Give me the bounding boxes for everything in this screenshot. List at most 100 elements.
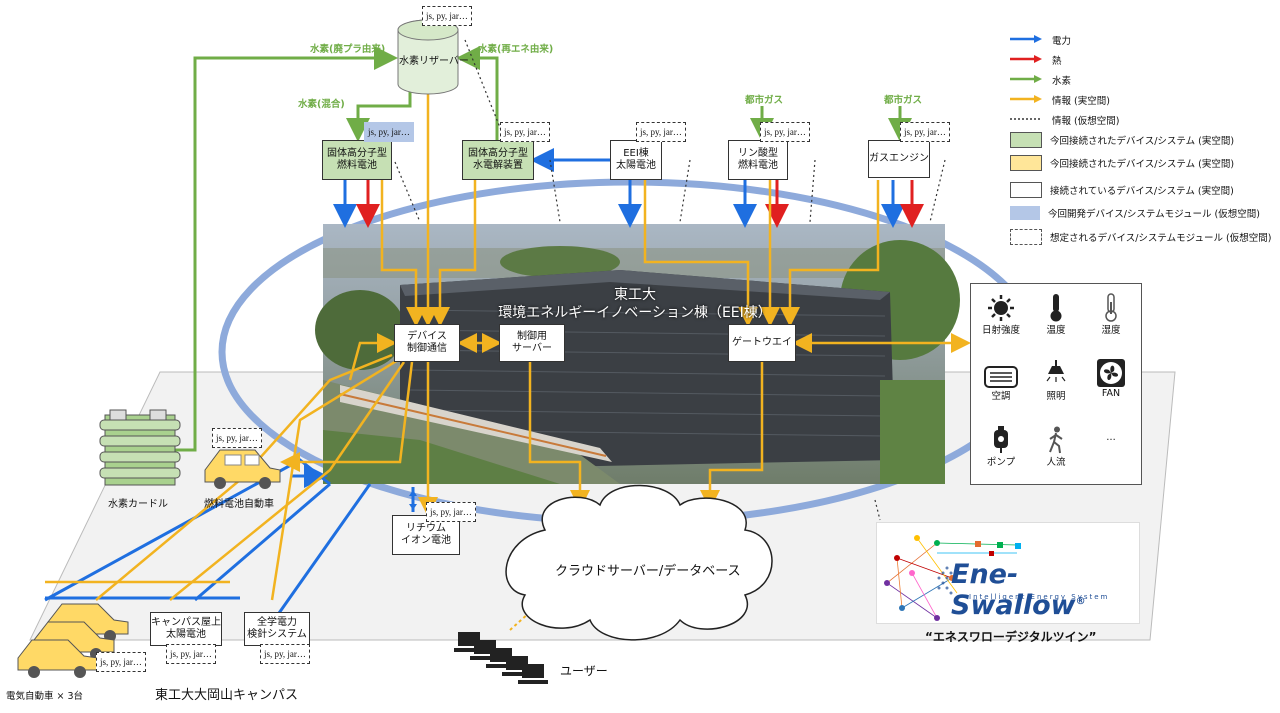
- logo-wordmark: Ene-Swallow®: [951, 559, 1139, 621]
- hydrogen-waste-plastic-label: 水素(廃プラ由来): [310, 44, 386, 55]
- logo-network-graphic: [884, 535, 1021, 621]
- pafc-line-1: リン酸型: [738, 148, 778, 159]
- eei-solar-module: js, py, jar…: [636, 122, 686, 142]
- sensor-label: …: [1106, 432, 1116, 443]
- electrolyzer-line-1: 固体高分子型: [468, 148, 528, 159]
- sun-icon: [973, 292, 1029, 322]
- sensor-more: …: [1083, 432, 1139, 443]
- h2-line-curdle-to-reserver: [175, 46, 398, 452]
- control-server[interactable]: 制御用 サーバー: [499, 324, 565, 362]
- legend-swatch: [1010, 114, 1044, 127]
- legend-swatch: [1010, 54, 1044, 67]
- h2-line-electrolyzer-to-reserver: [456, 46, 499, 140]
- legend-swatch: [1010, 155, 1042, 171]
- sensor-solar[interactable]: 日射強度: [973, 292, 1029, 336]
- fcv-module: js, py, jar…: [212, 428, 262, 448]
- legend-item: 今回接続されたデバイス/システム (実空間): [1010, 155, 1234, 171]
- eei-solar-line-1: EEI棟: [623, 148, 649, 159]
- cloud-label: クラウドサーバー/データベース: [555, 564, 741, 579]
- power-campus-line-1: [44, 458, 331, 602]
- device-comm-line-1: デバイス: [407, 331, 447, 342]
- hydrogen-reserver-label: 水素リザーバー: [399, 56, 469, 67]
- legend-label: 熱: [1052, 56, 1062, 67]
- device-control-comm[interactable]: デバイス 制御通信: [394, 324, 460, 362]
- sensor-aircon[interactable]: 空調: [973, 358, 1029, 402]
- cloud-shape: [505, 484, 773, 641]
- campus-power-line-2: 検針システム: [247, 629, 307, 640]
- gateway[interactable]: ゲートウエイ: [728, 324, 796, 362]
- hydrogen-mixed-label: 水素(混合): [298, 99, 345, 110]
- sensor-humidity[interactable]: 湿度: [1083, 292, 1139, 336]
- lamp-icon: [1028, 358, 1084, 388]
- legend-item: 電力: [1010, 33, 1071, 47]
- thermometer-icon: [1028, 292, 1084, 322]
- device-comm-line-2: 制御通信: [407, 343, 447, 354]
- building-line-2: 環境エネルギーイノベーション棟（EEI棟）: [498, 305, 772, 321]
- legend-swatch: [1010, 229, 1042, 245]
- legend-item: 水素: [1010, 73, 1071, 87]
- pefc-line-1: 固体高分子型: [327, 148, 387, 159]
- hydrogen-curdle-icon: [99, 409, 181, 486]
- legend-label: 想定されるデバイス/システムモジュール (仮想空間): [1050, 233, 1272, 244]
- users-computer-icon: [454, 632, 548, 684]
- fcv-label: 燃料電池自動車: [204, 499, 274, 510]
- users-cloud-link: [509, 611, 531, 631]
- lithium-line-1: リチウム: [406, 523, 446, 534]
- logo-name: Ene-Swallow: [951, 559, 1076, 621]
- legend-swatch: [1010, 74, 1044, 87]
- electrolyzer-module: js, py, jar…: [500, 122, 550, 142]
- fcv-car-icon: [204, 449, 281, 489]
- ene-swallow-caption: “エネスワローデジタルツイン”: [925, 630, 1097, 644]
- campus-solar-cell[interactable]: キャンパス屋上 太陽電池: [150, 612, 222, 646]
- legend-label: 今回開発デバイス/システムモジュール (仮想空間): [1048, 209, 1260, 220]
- sensor-temperature[interactable]: 温度: [1028, 292, 1084, 336]
- control-server-line-1: 制御用: [517, 331, 547, 342]
- sensor-label: 日射強度: [981, 325, 1020, 336]
- campus-power-metering[interactable]: 全学電力 検針システム: [244, 612, 310, 646]
- sensor-label: ポンプ: [986, 457, 1016, 468]
- campus-solar-line-1: キャンパス屋上: [151, 617, 221, 628]
- pefc-line-2: 燃料電池: [337, 160, 377, 171]
- logo-registered: ®: [1075, 596, 1086, 607]
- campus-solar-module: js, py, jar…: [166, 644, 216, 664]
- ev-module: js, py, jar…: [96, 652, 146, 672]
- legend-item: 情報 (仮想空間): [1010, 113, 1119, 127]
- gateway-line-1: ゲートウエイ: [732, 337, 792, 348]
- hygrometer-icon: [1083, 292, 1139, 322]
- legend-label: 今回接続されたデバイス/システム (実空間): [1050, 136, 1235, 147]
- legend-item: 今回開発デバイス/システムモジュール (仮想空間): [1010, 206, 1260, 220]
- building-line-1: 東工大: [614, 287, 656, 303]
- hydrogen-curdle-label: 水素カードル: [108, 499, 168, 510]
- legend-label: 今回接続されたデバイス/システム (実空間): [1050, 159, 1235, 170]
- sensor-fan[interactable]: FAN: [1083, 358, 1139, 399]
- legend-label: 情報 (仮想空間): [1052, 116, 1120, 127]
- fan-icon: [1083, 358, 1139, 388]
- sensor-lighting[interactable]: 照明: [1028, 358, 1084, 402]
- eei-solar-cell[interactable]: EEI棟 太陽電池: [610, 140, 662, 180]
- sensor-label: 空調: [991, 391, 1011, 402]
- city-gas-label-gasengine: 都市ガス: [884, 95, 923, 106]
- sensor-label: 照明: [1046, 391, 1066, 402]
- logo-tagline: Intelligent Energy System: [969, 593, 1110, 601]
- pump-icon: [973, 424, 1029, 454]
- legend-swatch: [1010, 182, 1042, 198]
- sensor-panel: 日射強度 温度 湿度 空調 照明: [970, 283, 1142, 485]
- walking-person-icon: [1028, 424, 1084, 454]
- sensor-label: FAN: [1101, 388, 1121, 399]
- gas-engine[interactable]: ガスエンジン: [868, 140, 930, 178]
- campus-label: 東工大大岡山キャンパス: [155, 688, 299, 703]
- pefc-fuel-cell[interactable]: 固体高分子型 燃料電池: [322, 140, 392, 180]
- power-campus-line-2: [194, 482, 331, 602]
- pem-electrolyzer[interactable]: 固体高分子型 水電解装置: [462, 140, 534, 180]
- sensor-pump[interactable]: ポンプ: [973, 424, 1029, 468]
- users-label: ユーザー: [560, 664, 608, 678]
- sensor-people-flow[interactable]: 人流: [1028, 424, 1084, 468]
- ene-swallow-logo: Ene-Swallow® Intelligent Energy System: [876, 522, 1140, 624]
- legend-item: 熱: [1010, 53, 1062, 67]
- legend-swatch: [1010, 94, 1044, 107]
- air-conditioner-icon: [973, 358, 1029, 388]
- legend-swatch: [1010, 206, 1040, 220]
- pafc-fuel-cell[interactable]: リン酸型 燃料電池: [728, 140, 788, 180]
- city-gas-label-pafc: 都市ガス: [745, 95, 784, 106]
